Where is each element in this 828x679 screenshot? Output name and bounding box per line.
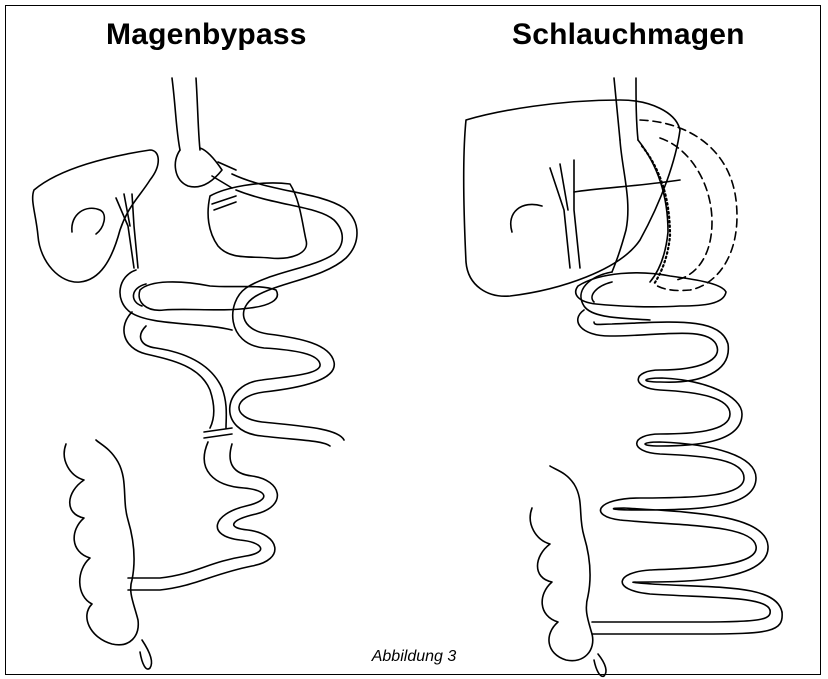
bypass-bp-limb-descend bbox=[124, 312, 226, 428]
bypass-remnant-stomach bbox=[208, 183, 306, 258]
figure-caption: Abbildung 3 bbox=[0, 648, 828, 666]
bypass-liver-lobe bbox=[72, 208, 105, 234]
sleeve-diagram bbox=[464, 78, 782, 676]
bypass-diagram bbox=[33, 78, 357, 669]
sleeve-esophagus bbox=[614, 78, 638, 140]
bypass-liver bbox=[33, 150, 159, 282]
sleeve-terminal-ileum bbox=[592, 610, 782, 634]
sleeve-duodenum bbox=[581, 272, 650, 320]
bypass-jejunojejunostomy bbox=[204, 428, 232, 438]
bypass-gastric-pouch bbox=[175, 148, 222, 187]
sleeve-liver-lobe bbox=[511, 180, 680, 232]
sleeve-staple-line bbox=[642, 146, 670, 284]
bypass-colon bbox=[64, 440, 138, 645]
bypass-roux-limb-inner bbox=[230, 190, 343, 446]
bypass-staple-line bbox=[212, 196, 236, 210]
sleeve-resected-portion bbox=[640, 120, 737, 291]
sleeve-colon bbox=[530, 466, 593, 661]
bypass-biliopancreatic-limb bbox=[120, 270, 232, 330]
sleeve-liver bbox=[464, 100, 680, 296]
sleeve-small-bowel bbox=[578, 310, 770, 610]
sleeve-bile-duct bbox=[550, 160, 580, 268]
bypass-roux-limb bbox=[232, 174, 357, 440]
bypass-esophagus bbox=[172, 78, 200, 150]
bypass-common-channel bbox=[128, 442, 264, 578]
sleeve-stomach bbox=[612, 140, 668, 282]
sleeve-pancreas bbox=[576, 273, 726, 307]
